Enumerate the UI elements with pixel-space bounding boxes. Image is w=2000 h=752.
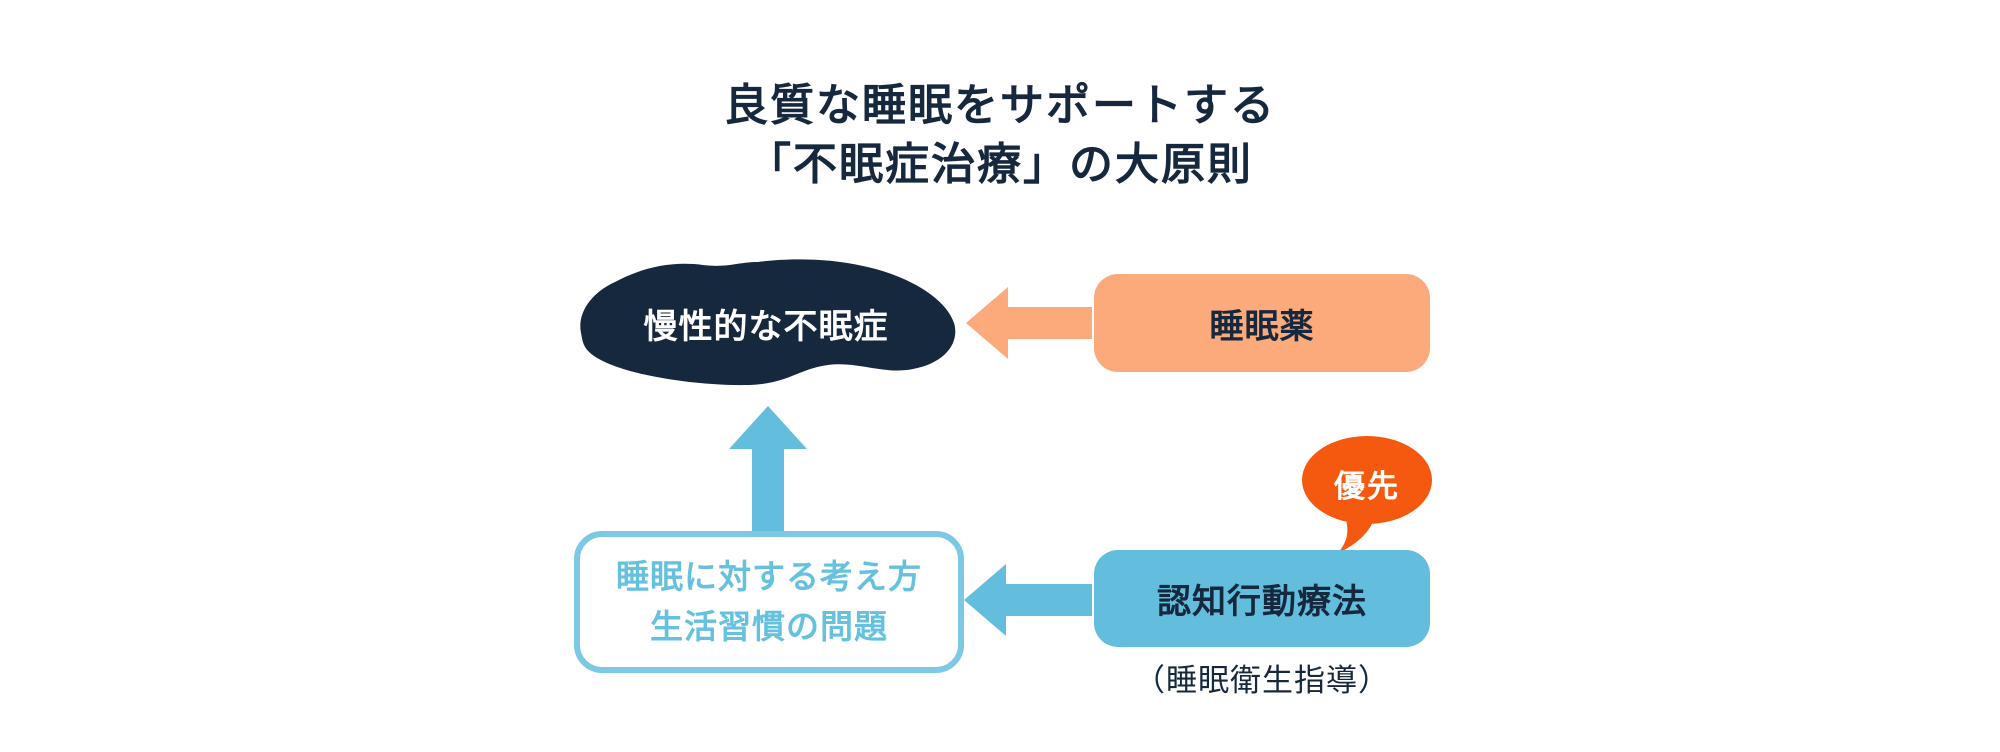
- priority-bubble: 優先: [1300, 435, 1434, 555]
- chronic-insomnia-label: 慢性的な不眠症: [643, 307, 889, 346]
- cbt-label: 認知行動療法: [1157, 583, 1367, 621]
- speech-bubble-icon: [1302, 436, 1432, 553]
- sleep-beliefs-line1: 睡眠に対する考え方: [616, 557, 922, 595]
- arrow-up-icon: [729, 406, 807, 532]
- sleeping-pills-label: 睡眠薬: [1209, 307, 1315, 346]
- page-title: 良質な睡眠をサポートする 「不眠症治療」の大原則: [0, 76, 2000, 194]
- page-title-line2: 「不眠症治療」の大原則: [747, 140, 1253, 189]
- sleeping-pills-node: 睡眠薬: [1094, 274, 1430, 372]
- priority-label: 優先: [1334, 468, 1400, 504]
- cbt-node: 認知行動療法: [1094, 550, 1430, 647]
- chronic-insomnia-node: 慢性的な不眠症: [573, 257, 959, 389]
- cbt-caption: （睡眠衛生指導）: [1134, 663, 1390, 698]
- arrow-left-peach-icon: [966, 287, 1092, 359]
- sleep-beliefs-line2: 生活習慣の問題: [650, 608, 888, 645]
- blob-shape: [580, 259, 956, 386]
- arrow-left-blue-icon: [964, 564, 1092, 636]
- page-title-line1: 良質な睡眠をサポートする: [724, 81, 1276, 130]
- sleep-beliefs-node: 睡眠に対する考え方 生活習慣の問題: [574, 531, 964, 673]
